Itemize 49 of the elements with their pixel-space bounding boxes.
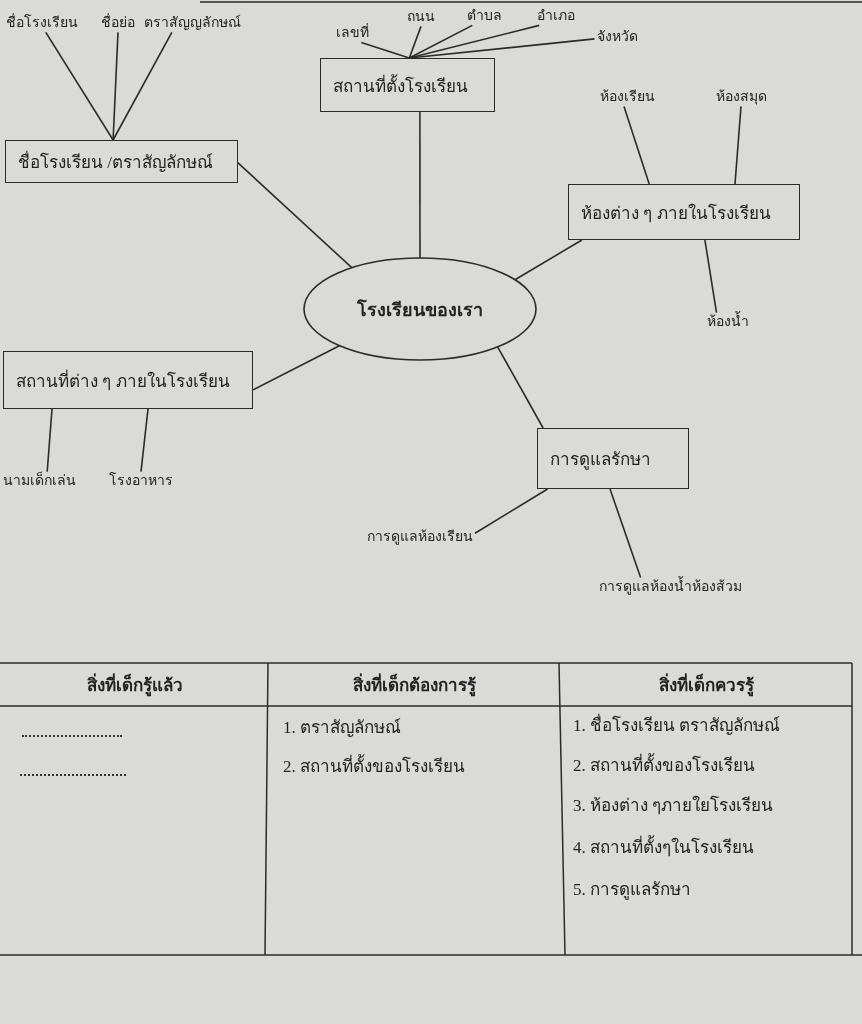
- list-item: 1. ชื่อโรงเรียน ตราสัญลักษณ์: [573, 714, 781, 737]
- branch-label: ห้องสมุด: [713, 87, 769, 107]
- branch-label: อำเภอ: [535, 6, 577, 26]
- list-item: 3. ห้องต่าง ๆภายใยโรงเรียน: [573, 794, 774, 817]
- topic-box: การดูแลรักษา: [537, 428, 689, 489]
- connector-line: [609, 488, 642, 579]
- connector-line: [45, 31, 114, 141]
- list-item: 5. การดูแลรักษา: [573, 878, 691, 902]
- connector-line: [408, 24, 474, 59]
- connector-line: [112, 31, 173, 141]
- connector-line: [360, 41, 411, 59]
- connector-line: [140, 408, 149, 473]
- connector-line: [237, 162, 353, 269]
- branch-label: โรงอาหาร: [107, 471, 175, 491]
- branch-label: ห้องเรียน: [597, 87, 657, 107]
- branch-label: ตำบล: [464, 6, 504, 26]
- column-header: สิ่งที่เด็กต้องการรู้: [352, 674, 476, 698]
- connector-line: [704, 239, 718, 314]
- connector-line: [474, 488, 549, 534]
- connector-line: [623, 105, 650, 185]
- connector-line: [734, 105, 742, 185]
- branch-label: ชื่อย่อ: [99, 13, 137, 33]
- branch-label: ตราสัญญลักษณ์: [141, 13, 243, 33]
- central-topic-ellipse: โรงเรียนของเรา: [303, 257, 537, 361]
- branch-label: ห้องน้ำ: [705, 312, 751, 332]
- topic-box: สถานที่ตั้งโรงเรียน: [320, 58, 495, 112]
- branch-label: ชื่อโรงเรียน: [4, 13, 80, 33]
- list-item: 1. ตราสัญลักษณ์: [283, 716, 401, 739]
- connector-line: [419, 111, 421, 259]
- connector-line: [252, 344, 341, 391]
- connector-line: [408, 25, 422, 59]
- connector-line: [112, 31, 119, 141]
- connector-line: [514, 239, 583, 281]
- branch-label: การดูแลห้องน้ำห้องส้วม: [596, 577, 744, 597]
- column-header: สิ่งที่เด็กรู้แล้ว: [87, 674, 183, 698]
- list-item: 2. สถานที่ตั้งของโรงเรียน: [573, 754, 755, 777]
- column-header: สิ่งที่เด็กควรรู้: [658, 674, 754, 698]
- topic-box: สถานที่ต่าง ๆ ภายในโรงเรียน: [3, 351, 253, 409]
- connector-line: [496, 346, 544, 429]
- topic-box: ชื่อโรงเรียน /ตราสัญลักษณ์: [5, 140, 238, 183]
- branch-label: จังหวัด: [594, 27, 640, 47]
- branch-label: นามเด็กเล่น: [1, 471, 78, 491]
- branch-label: ถนน: [405, 7, 437, 27]
- connector-line: [46, 408, 53, 473]
- topic-box: ห้องต่าง ๆ ภายในโรงเรียน: [568, 184, 800, 240]
- list-item: 4. สถานที่ตั้งๆในโรงเรียน: [573, 836, 754, 859]
- list-item: 2. สถานที่ตั้งของโรงเรียน: [283, 755, 465, 778]
- branch-label: การดูแลห้องเรียน: [365, 527, 475, 547]
- branch-label: เลขที่: [333, 23, 371, 43]
